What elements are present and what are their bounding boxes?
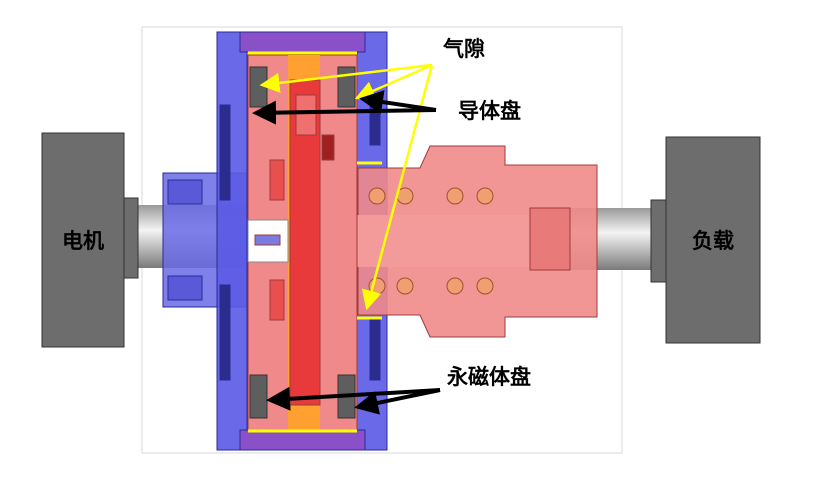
load-side-housing (320, 145, 598, 338)
air-gap-marks (248, 51, 382, 433)
conductor-rotor (247, 54, 358, 431)
load-label: 负载 (692, 229, 734, 253)
conductor-disc-arrows (252, 90, 437, 125)
air-gap-label: 气隙 (442, 37, 485, 61)
load-coupler (650, 199, 667, 283)
motor-coupler (123, 197, 139, 279)
magnet-disc-label: 永磁体盘 (446, 365, 531, 389)
motor-label: 电机 (62, 229, 104, 253)
conductor-disc-label: 导体盘 (458, 99, 521, 123)
load-box (665, 136, 761, 344)
bearings (368, 187, 494, 295)
magnet-disc-arrows (266, 386, 441, 415)
